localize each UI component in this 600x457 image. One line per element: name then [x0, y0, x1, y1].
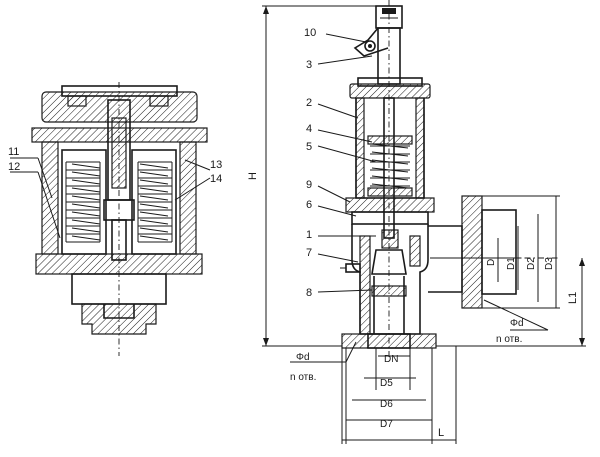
callout-2: 2 — [306, 97, 312, 109]
left-callouts: 11 12 13 14 — [8, 146, 222, 185]
dim-d3: D3 — [544, 257, 555, 270]
dim-d2: D2 — [526, 257, 537, 270]
callout-12: 12 — [8, 161, 20, 173]
dim-l1: L1 — [567, 292, 579, 304]
callout-5: 5 — [306, 141, 312, 153]
dim-d1: D1 — [506, 257, 517, 270]
outlet-bolt-count: n отв. — [496, 334, 522, 345]
dim-d: D — [486, 259, 497, 266]
callout-11: 11 — [8, 146, 19, 158]
inlet-bolt-count: n отв. — [290, 372, 316, 383]
dim-l: L — [438, 427, 444, 439]
dim-d6: D6 — [380, 399, 393, 410]
callout-8: 8 — [306, 287, 312, 299]
dimension-labels: H L1 L D D1 D2 D3 Φd n отв. DN D5 D6 D7 … — [247, 172, 579, 439]
left-section-view — [10, 82, 211, 356]
dim-d5: D5 — [380, 378, 393, 389]
main-callouts: 10 3 2 4 5 9 6 1 7 8 — [304, 27, 316, 299]
outlet-bolt-dia: Φd — [510, 318, 524, 329]
callout-3: 3 — [306, 59, 312, 71]
callout-7: 7 — [306, 247, 312, 259]
callout-13: 13 — [210, 159, 222, 171]
dim-h: H — [247, 172, 259, 180]
callout-14: 14 — [210, 173, 222, 185]
main-section-view — [317, 0, 560, 360]
dim-dn: DN — [384, 354, 398, 365]
callout-1: 1 — [306, 229, 312, 241]
callout-10: 10 — [304, 27, 316, 39]
callout-4: 4 — [306, 123, 312, 135]
callout-6: 6 — [306, 199, 312, 211]
dimension-lines — [262, 5, 586, 444]
dim-d7: D7 — [380, 419, 393, 430]
callout-9: 9 — [306, 179, 312, 191]
inlet-bolt-dia: Φd — [296, 352, 310, 363]
